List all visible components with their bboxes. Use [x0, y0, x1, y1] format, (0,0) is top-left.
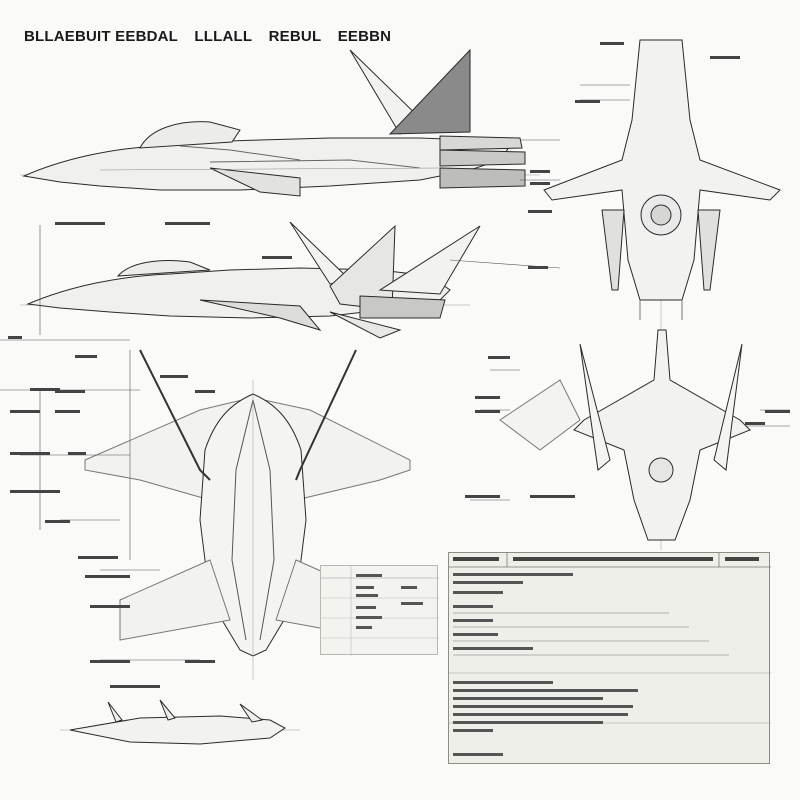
title-block-lines [449, 553, 771, 756]
side-profile-view-secondary [20, 221, 481, 339]
small-side-view [60, 699, 300, 745]
spec-side-block [320, 565, 439, 656]
title-part: LLLALL [194, 28, 253, 45]
sheet-title: BLLAEBUIT EEBDAL LLLALL REBUL EEBBN [24, 28, 403, 45]
title-part: REBUL [268, 28, 322, 45]
front-view [543, 39, 781, 320]
top-plan-view [84, 349, 411, 680]
title-part: EEBBN [337, 28, 392, 45]
spec-side-lines [321, 566, 439, 656]
rear-view [499, 320, 751, 550]
side-profile-view [20, 48, 540, 197]
title-block-panel [448, 552, 771, 764]
title-part: BLLAEBUIT EEBDAL [24, 28, 179, 45]
annotation-ticks [8, 42, 790, 688]
